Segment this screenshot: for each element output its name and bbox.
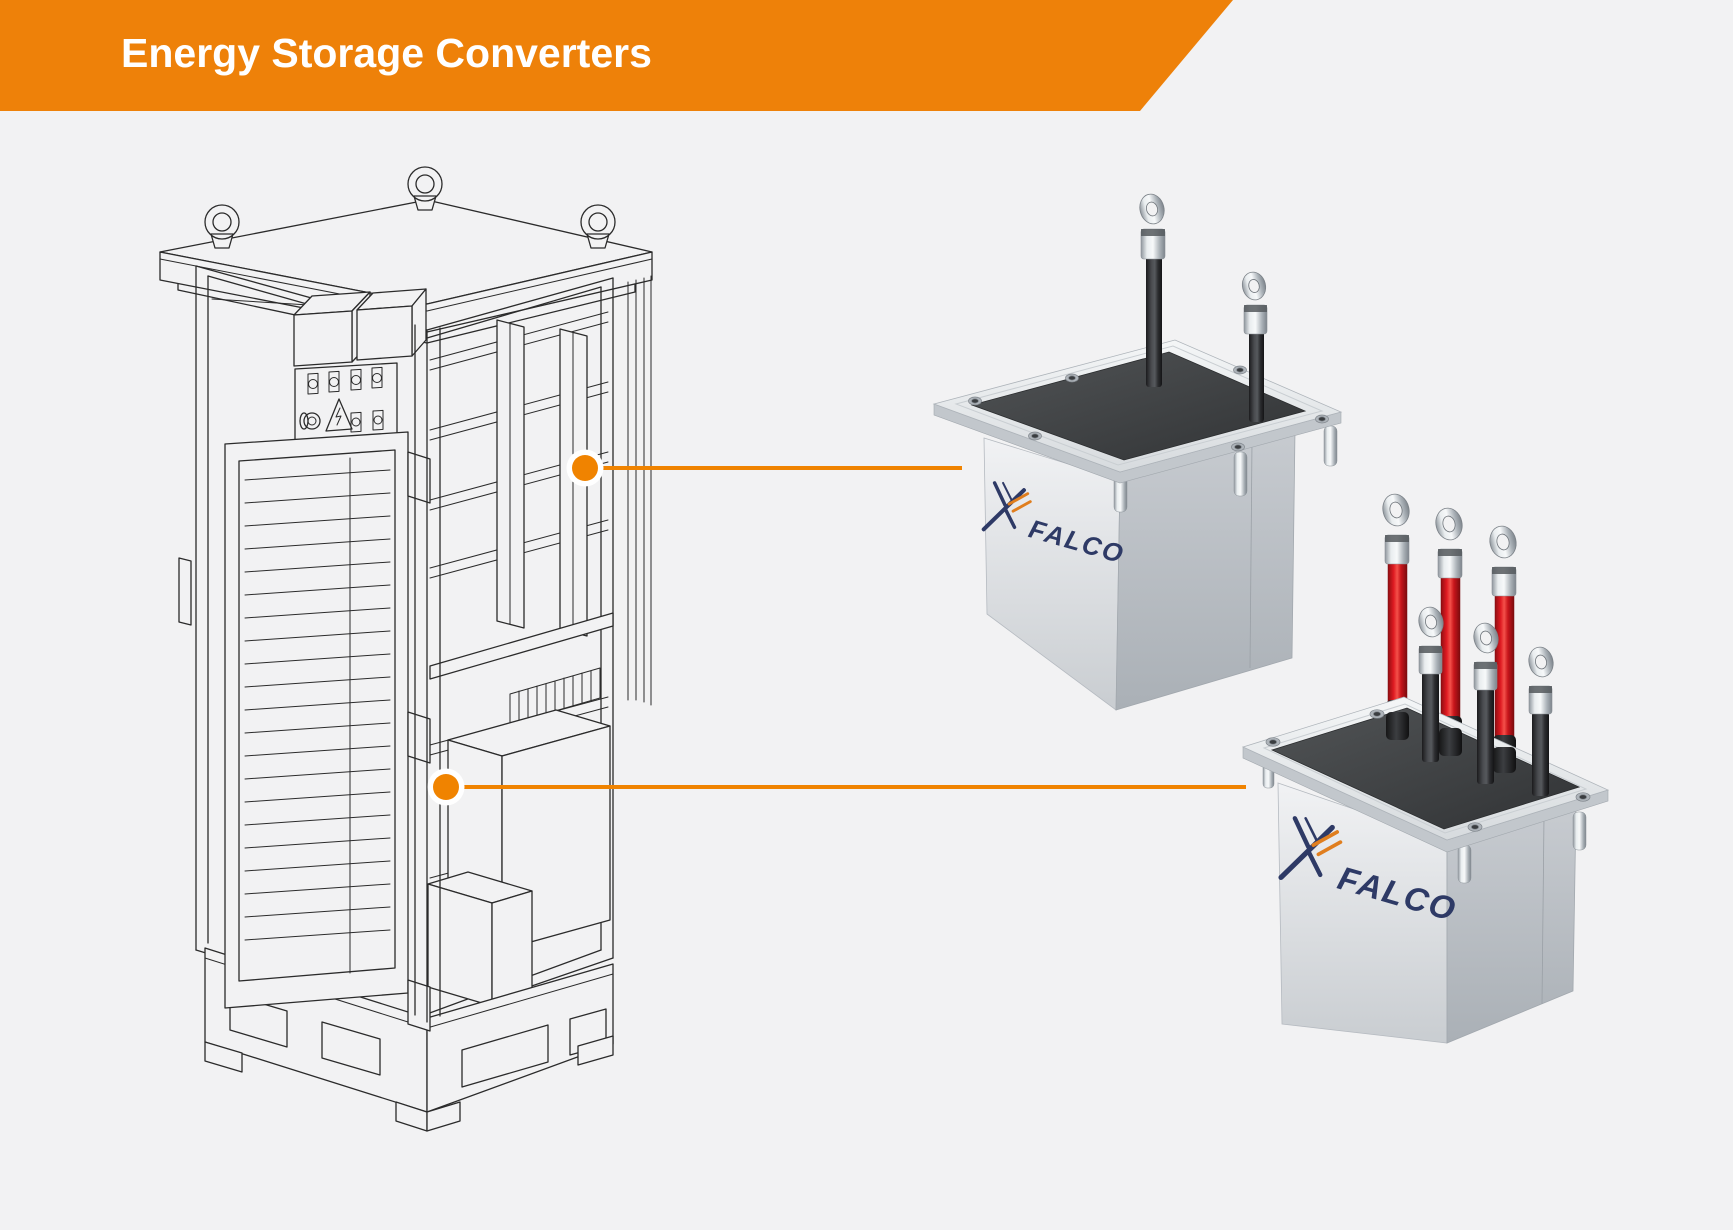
callout-dot: [433, 774, 459, 800]
terminal-cable-black: [1473, 622, 1499, 784]
louvered-door: [224, 431, 409, 1009]
product-converter-top: FALCO: [932, 193, 1343, 711]
product-converter-bottom: FALCO: [1241, 493, 1610, 1044]
cable-boot: [1439, 728, 1462, 756]
heatsink-fins: [509, 667, 601, 725]
door-hinge: [407, 979, 431, 1032]
terminal-cable-black: [1528, 646, 1554, 796]
callout-lower: [427, 768, 1246, 806]
callout-dot: [572, 455, 598, 481]
lifting-eye-icon: [407, 166, 443, 211]
lifting-eye-icon: [204, 204, 240, 249]
cable-boot: [1386, 712, 1409, 740]
flange-bolts: [1265, 709, 1591, 832]
falco-mark-icon: [1278, 816, 1343, 881]
falco-mark-icon: [981, 481, 1032, 532]
terminal-cable-black: [1139, 193, 1166, 387]
warning-triangle-icon: [325, 398, 353, 432]
callout-upper: [566, 449, 962, 487]
flange-bolts: [968, 365, 1329, 452]
control-panel: [294, 362, 398, 444]
cable-boot: [1493, 747, 1516, 773]
door-hinge: [407, 451, 431, 504]
door-hinge: [407, 711, 431, 764]
cabinet-wireframe: [159, 166, 653, 1132]
lifting-eye-icon: [580, 204, 616, 249]
terminal-cable-black: [1241, 271, 1268, 422]
terminal-cable-black: [1418, 606, 1444, 762]
